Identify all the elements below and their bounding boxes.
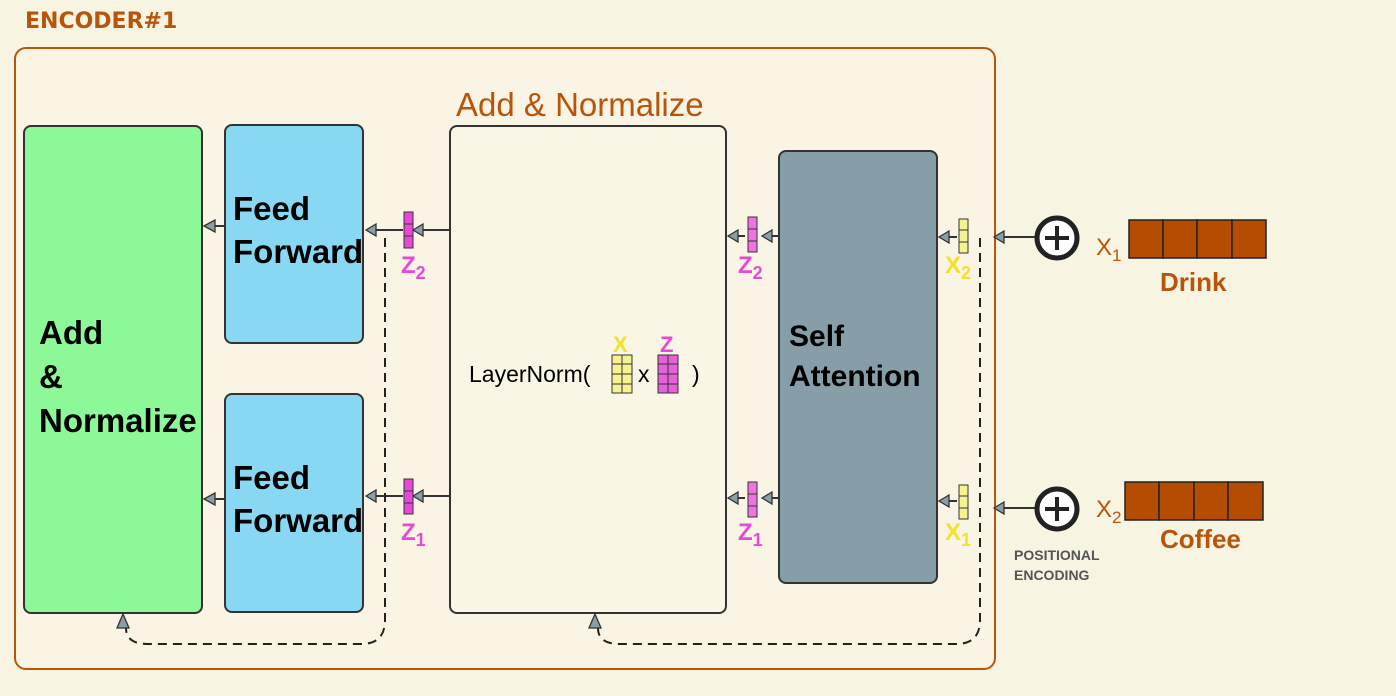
residual-right	[597, 238, 981, 645]
arrowhead	[364, 222, 377, 238]
z2-left-label: Z2	[401, 252, 426, 283]
layernorm-x-label: X	[613, 332, 628, 357]
coffee-x-label: X2	[1096, 496, 1122, 527]
arrowhead	[992, 500, 1005, 516]
z1-right-vector	[747, 481, 758, 518]
layernorm-z-label: Z	[660, 332, 674, 357]
drink-embedding	[1128, 219, 1267, 259]
yellow-vectors	[958, 218, 969, 520]
residual-dashes	[125, 238, 981, 645]
layernorm-text: LayerNorm(	[469, 361, 591, 387]
z2-left-vector	[403, 211, 414, 249]
encoder-title: ENCODER#1	[25, 9, 178, 34]
coffee-embedding	[1124, 481, 1264, 521]
z-matrix-icon	[657, 354, 679, 394]
z2-right-label: Z2	[738, 252, 763, 283]
positional-encoding-line-2: ENCODING	[1014, 567, 1090, 583]
positional-encoding-label: POSITIONAL ENCODING	[1014, 545, 1100, 585]
plus-circle-top-icon	[1034, 215, 1080, 261]
x-matrix-icon	[611, 354, 633, 394]
arrowhead-up	[588, 612, 602, 629]
z1-right-label: Z1	[738, 519, 763, 550]
arrowhead-up	[116, 612, 130, 629]
arrowhead	[760, 228, 773, 244]
drink-word: Drink	[1160, 267, 1227, 297]
feed-forward-bottom-box: Feed Forward	[224, 393, 364, 613]
feed-forward-bottom-line-1: Feed	[233, 459, 311, 496]
arrowhead	[202, 218, 216, 234]
arrowhead	[937, 229, 950, 245]
arrowhead	[726, 490, 739, 506]
add-normalize-box: Add & Normalize	[23, 125, 203, 614]
feed-forward-top-line-2: Forward	[233, 233, 364, 270]
feed-forward-top-label: Feed Forward	[233, 187, 363, 273]
plus-circle-bottom-icon	[1034, 486, 1080, 532]
self-attention-line-1: Self	[789, 320, 845, 353]
arrowhead	[937, 493, 950, 509]
add-normalize-line-1: Add	[39, 314, 104, 351]
layernorm-times: x	[638, 361, 650, 387]
x2-vector	[958, 218, 969, 254]
self-attention-label: Self Attention	[789, 317, 921, 397]
x1-vector	[958, 484, 969, 520]
feed-forward-top-line-1: Feed	[233, 190, 311, 227]
arrowhead	[992, 229, 1005, 245]
residual-left	[125, 238, 386, 645]
arrowhead	[202, 491, 216, 507]
add-normalize-line-2: &	[39, 358, 63, 395]
z1-left-vector	[403, 478, 414, 515]
x1-input-label: X1	[945, 519, 972, 550]
feed-forward-bottom-label: Feed Forward	[233, 456, 363, 542]
drink-x-label: X1	[1096, 234, 1122, 265]
feed-forward-bottom-line-2: Forward	[233, 502, 364, 539]
self-attention-box: Self Attention	[778, 150, 938, 584]
feed-forward-top-box: Feed Forward	[224, 124, 364, 344]
arrowhead	[411, 222, 424, 238]
arrowhead	[364, 488, 377, 504]
self-attention-line-2: Attention	[789, 360, 921, 393]
add-normalize-line-3: Normalize	[39, 402, 197, 439]
x2-input-label: X2	[945, 252, 972, 283]
coffee-word: Coffee	[1160, 524, 1241, 554]
z2-right-vector	[747, 216, 758, 253]
pink-vectors	[403, 211, 758, 518]
arrowhead	[760, 490, 773, 506]
add-normalize-label: Add & Normalize	[39, 311, 197, 443]
layernorm-box	[449, 125, 727, 614]
arrowhead	[726, 228, 739, 244]
layernorm-close: )	[692, 361, 700, 387]
arrowheads	[116, 218, 1005, 629]
add-normalize-title: Add & Normalize	[456, 86, 704, 123]
positional-encoding-line-1: POSITIONAL	[1014, 547, 1100, 563]
z1-left-label: Z1	[401, 519, 426, 550]
arrowhead	[411, 488, 424, 504]
